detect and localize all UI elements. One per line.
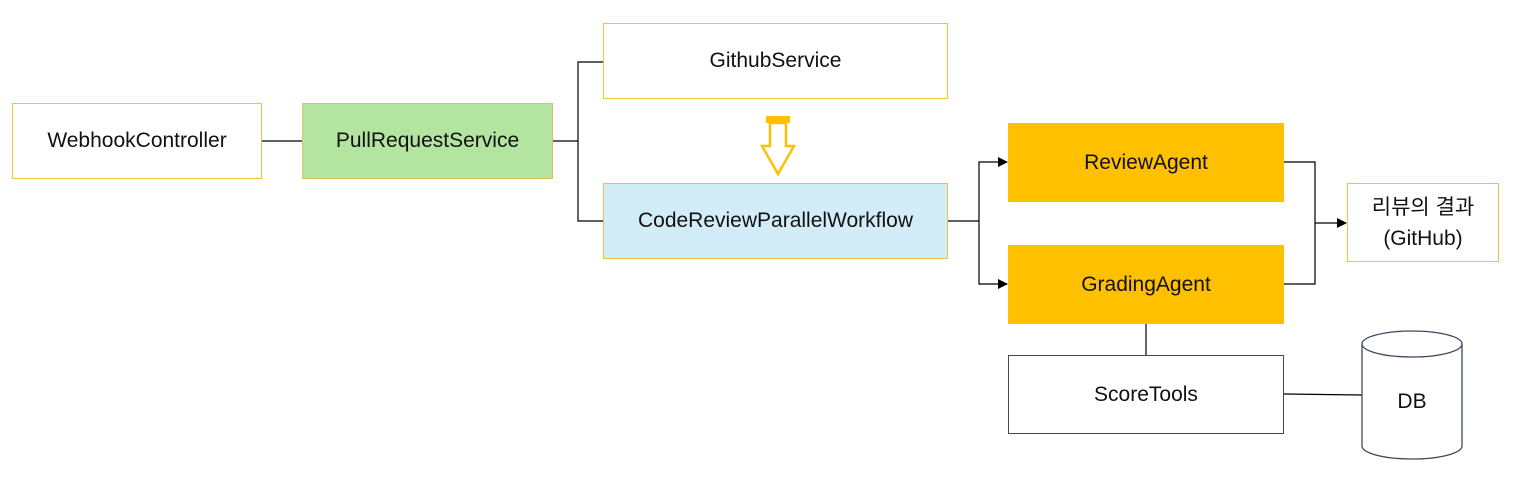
score-tools-node: ScoreTools <box>1008 355 1284 434</box>
connector-from-reviewagent <box>1284 161 1316 285</box>
database-label: DB <box>1397 390 1427 413</box>
down-arrow-icon <box>759 116 797 177</box>
grading-agent-node: GradingAgent <box>1008 245 1284 324</box>
connector-to-githubservice <box>577 61 603 222</box>
pull-request-service-node: PullRequestService <box>302 103 553 179</box>
connector-scoretools-to-db <box>1283 393 1363 396</box>
github-service-node: GithubService <box>603 23 948 99</box>
review-result-sublabel: (GitHub) <box>1383 226 1463 250</box>
github-service-label: GithubService <box>709 49 842 72</box>
webhook-controller-label: WebhookController <box>47 129 227 152</box>
pull-request-service-label: PullRequestService <box>335 129 520 152</box>
review-agent-label: ReviewAgent <box>1084 150 1208 174</box>
webhook-controller-node: WebhookController <box>12 103 262 179</box>
score-tools-label: ScoreTools <box>1094 382 1198 406</box>
arrow-to-reviewagent <box>978 157 1008 221</box>
review-result-node: 리뷰의 결과 (GitHub) <box>1347 183 1499 262</box>
code-review-workflow-label: CodeReviewParallelWorkflow <box>637 209 914 232</box>
review-result-label: 리뷰의 결과 <box>1371 195 1475 219</box>
review-agent-node: ReviewAgent <box>1008 123 1284 202</box>
code-review-workflow-node: CodeReviewParallelWorkflow <box>603 183 948 259</box>
arrow-to-gradingagent <box>978 221 1008 289</box>
grading-agent-label: GradingAgent <box>1081 272 1211 296</box>
database-icon <box>1361 330 1463 460</box>
